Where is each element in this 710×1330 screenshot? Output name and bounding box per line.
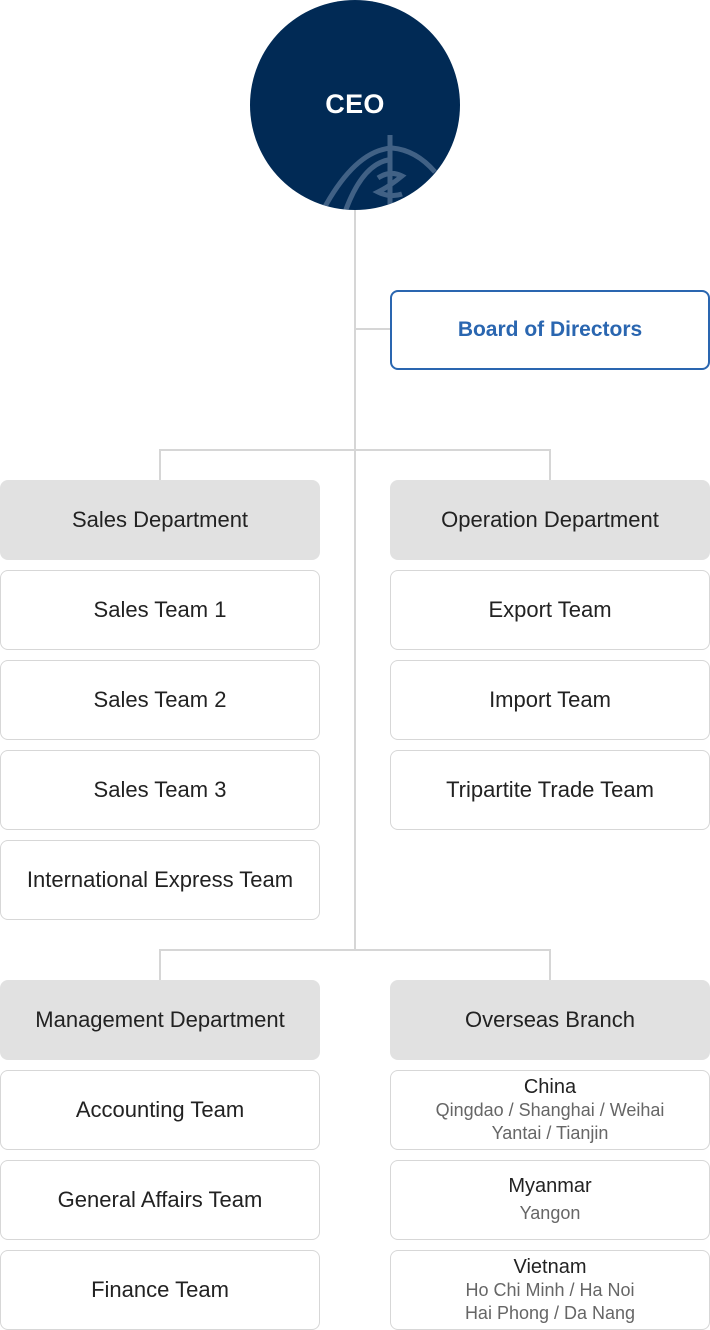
- department-header-sales: Sales Department: [0, 480, 320, 560]
- branch-cities: Ho Chi Minh / Ha Noi: [465, 1279, 635, 1300]
- department-header-overseas-branch: Overseas Branch: [390, 980, 710, 1060]
- branch-box-myanmar: Myanmar Yangon: [390, 1160, 710, 1240]
- team-box: Import Team: [390, 660, 710, 740]
- branch-box-vietnam: Vietnam Ho Chi Minh / Ha Noi Hai Phong /…: [390, 1250, 710, 1330]
- connector-row2-left-drop: [159, 949, 161, 980]
- connector-ceo-trunk: [354, 208, 356, 950]
- department-header-operation: Operation Department: [390, 480, 710, 560]
- branch-box-china: China Qingdao / Shanghai / Weihai Yantai…: [390, 1070, 710, 1150]
- ceo-node: CEO: [250, 0, 460, 210]
- branch-cities: Hai Phong / Da Nang: [464, 1302, 636, 1323]
- branch-cities: Yantai / Tianjin: [491, 1122, 609, 1143]
- connector-row1-horizontal: [159, 449, 551, 451]
- branch-country: China: [523, 1075, 577, 1098]
- team-box: Sales Team 3: [0, 750, 320, 830]
- connector-row1-right-drop: [549, 449, 551, 480]
- branch-country: Myanmar: [508, 1175, 592, 1197]
- branch-cities: Yangon: [519, 1203, 581, 1223]
- connector-board: [355, 328, 390, 330]
- ceo-label: CEO: [325, 88, 385, 119]
- connector-row2-horizontal: [159, 949, 551, 951]
- board-of-directors-node: Board of Directors: [390, 290, 710, 370]
- team-box: Accounting Team: [0, 1070, 320, 1150]
- team-box: Finance Team: [0, 1250, 320, 1330]
- team-box: Sales Team 2: [0, 660, 320, 740]
- team-box: International Express Team: [0, 840, 320, 920]
- team-box: General Affairs Team: [0, 1160, 320, 1240]
- branch-cities: Qingdao / Shanghai / Weihai: [435, 1099, 665, 1120]
- connector-row1-left-drop: [159, 449, 161, 480]
- branch-country: Vietnam: [513, 1255, 587, 1278]
- team-box: Tripartite Trade Team: [390, 750, 710, 830]
- connector-row2-right-drop: [549, 949, 551, 980]
- team-box: Sales Team 1: [0, 570, 320, 650]
- company-emblem-icon: [320, 135, 437, 210]
- team-box: Export Team: [390, 570, 710, 650]
- department-header-management: Management Department: [0, 980, 320, 1060]
